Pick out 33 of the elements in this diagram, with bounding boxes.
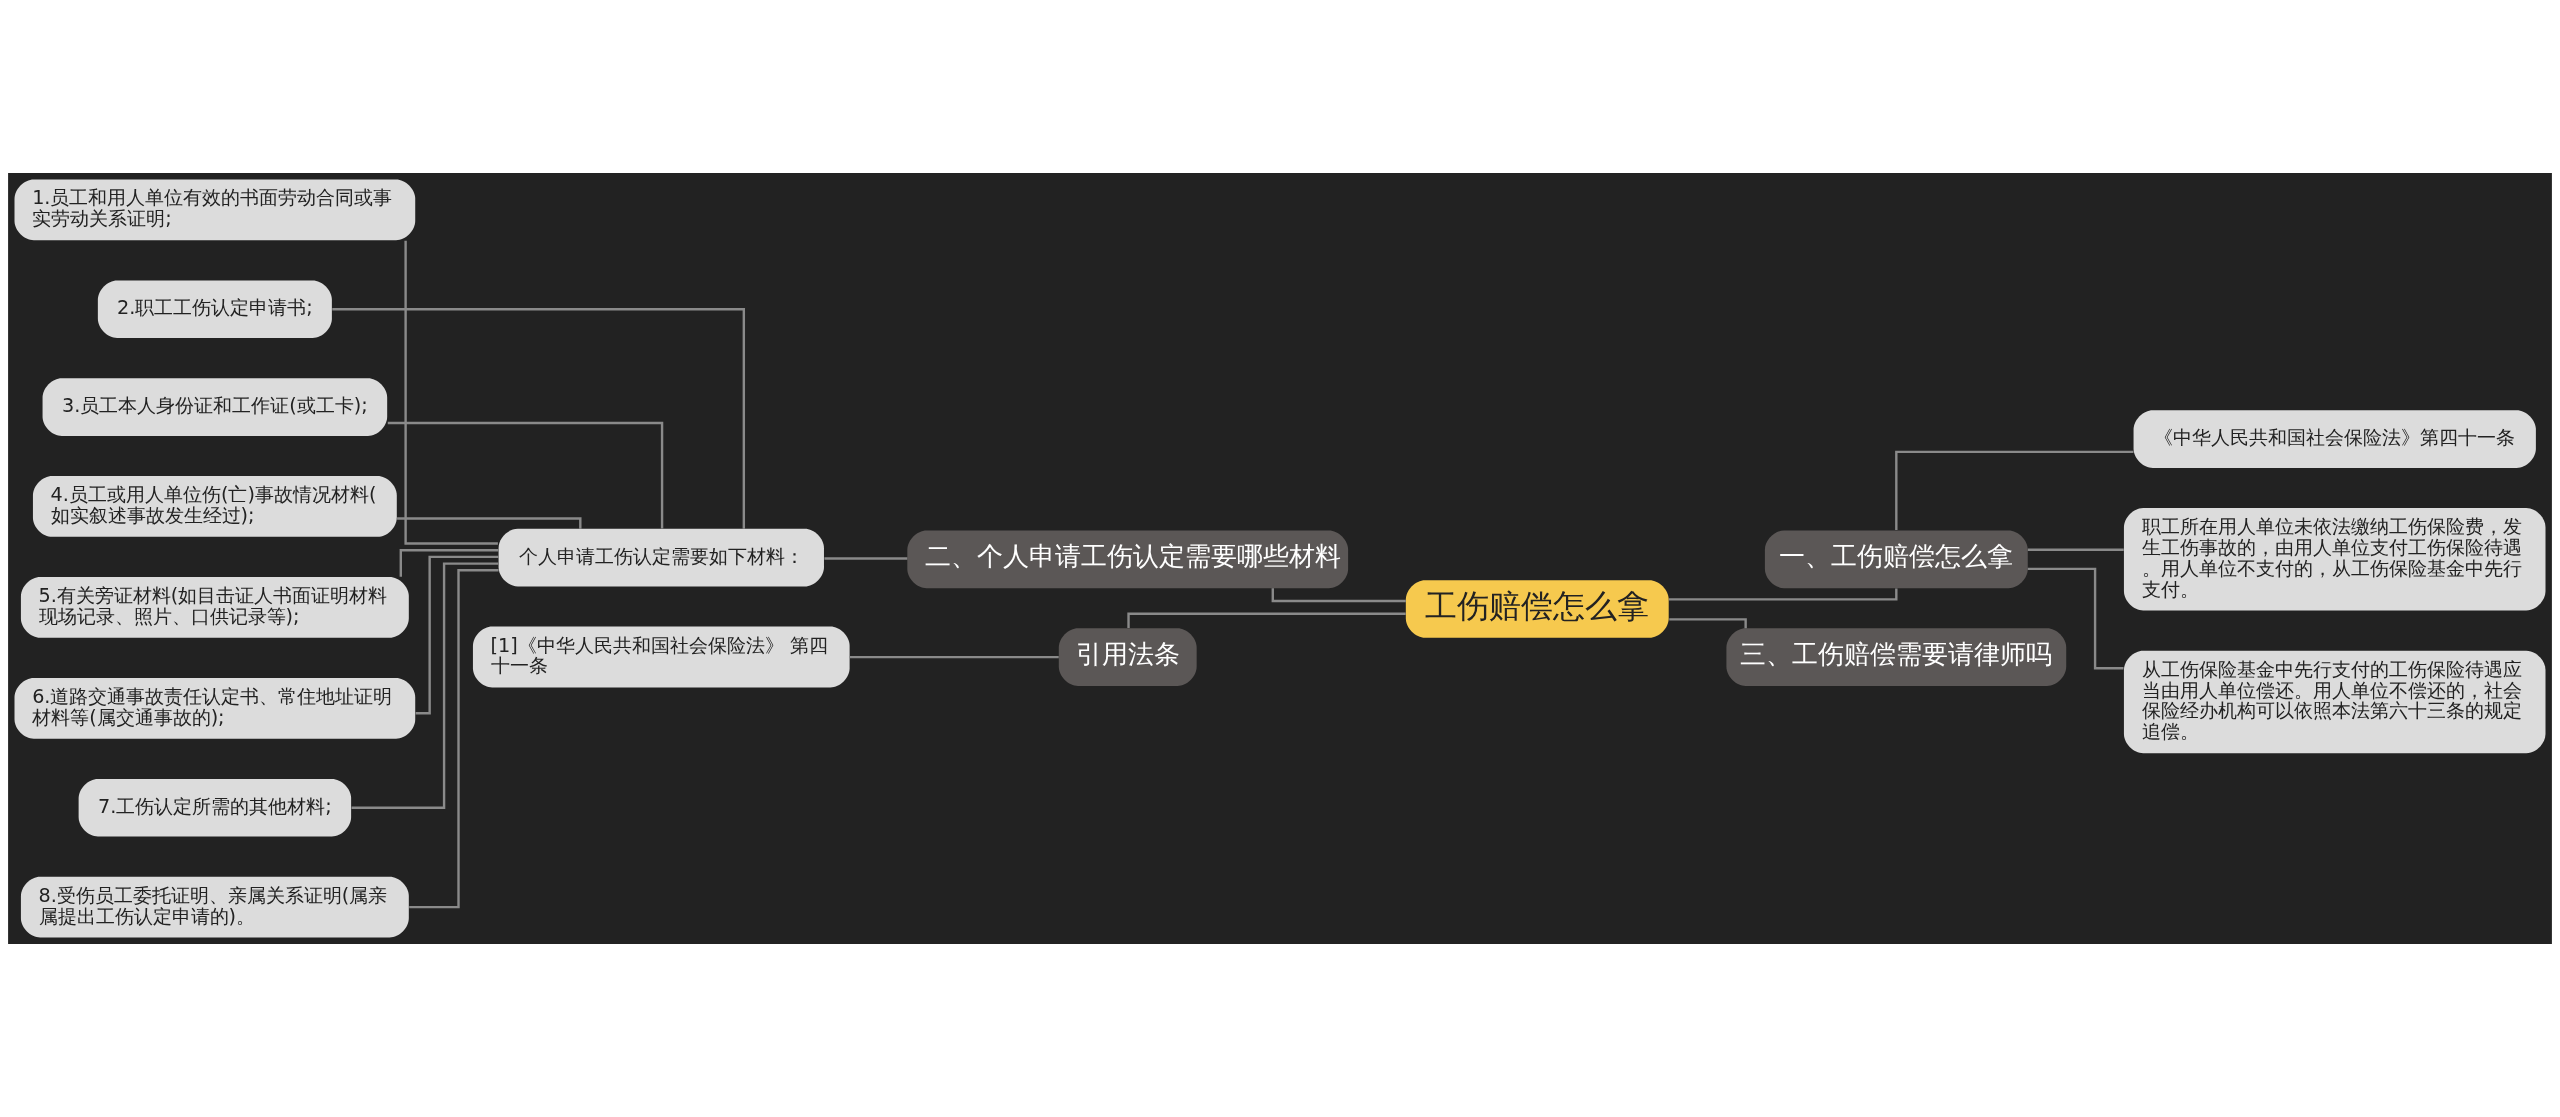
node-box: 一、工伤赔偿怎么拿: [1764, 530, 2028, 589]
node-box: 4.员工或用人单位伤(亡)事故情况材料(如实叙述事故发生经过);: [32, 475, 397, 537]
connector: [2027, 548, 2124, 551]
connector: [415, 555, 499, 715]
connector: [1668, 588, 1898, 601]
node-box: 1.员工和用人单位有效的书面劳动合同或事实劳动关系证明;: [14, 179, 416, 241]
node-box: 6.道路交通事故责任认定书、常住地址证明材料等(属交通事故的);: [14, 677, 416, 739]
node-box: 7.工伤认定所需的其他材料;: [78, 778, 352, 837]
connector: [1271, 588, 1406, 603]
node-box: 3.员工本人身份证和工作证(或工卡);: [42, 378, 388, 436]
node-box: 从工伤保险基金中先行支付的工伤保险待遇应当由用人单位偿还。用人单位不偿还的，社会保险经办机构可以依照本法第六十三条的规定追偿。: [2123, 650, 2546, 754]
node-box: 8.受伤员工委托证明、亲属关系证明(属亲属提出工伤认定申请的)。: [20, 876, 409, 938]
connector: [409, 569, 499, 909]
connector: [351, 562, 499, 809]
connector: [1895, 450, 2134, 530]
connector: [404, 240, 498, 545]
node-box: 职工所在用人单位未依法缴纳工伤保险费，发生工伤事故的，由用人单位支付工伤保险待遇。用人单位不支付的，从工伤保险基金中先行支付。: [2123, 508, 2546, 611]
connector: [849, 655, 1059, 659]
node-box: 5.有关旁证材料(如目击证人书面证明材料现场记录、照片、口供记录等);: [20, 576, 409, 638]
node-box: 二、个人申请工伤认定需要哪些材料: [907, 530, 1349, 589]
node-box: 个人申请工伤认定需要如下材料：: [498, 528, 824, 587]
connector: [387, 421, 664, 529]
connector: [824, 557, 908, 560]
connector: [399, 549, 499, 577]
node-box: 工伤赔偿怎么拿: [1405, 580, 1669, 638]
node-box: 引用法条: [1058, 628, 1197, 686]
node-box: 《中华人民共和国社会保险法》第四十一条: [2133, 410, 2536, 468]
node-box: 三、工伤赔偿需要请律师吗: [1726, 628, 2067, 686]
connector: [1127, 612, 1406, 628]
node-box: 2.职工工伤认定申请书;: [97, 280, 332, 339]
connector: [332, 308, 746, 529]
node-box: [1]《中华人民共和国社会保险法》 第四十一条: [472, 626, 850, 688]
connector: [1669, 618, 1747, 629]
